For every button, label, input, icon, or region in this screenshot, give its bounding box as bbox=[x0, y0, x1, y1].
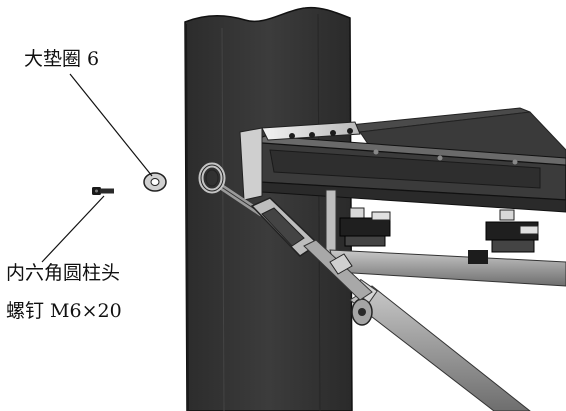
clamp-fitting-right bbox=[485, 209, 539, 253]
large-washer bbox=[143, 172, 167, 192]
washer-label: 大垫圈 6 bbox=[24, 48, 100, 70]
support-post bbox=[325, 189, 337, 261]
clamp-fitting-left bbox=[339, 207, 391, 247]
screw-label-line-2: 螺钉 M6×20 bbox=[6, 300, 122, 322]
diagonal-brace bbox=[349, 278, 531, 411]
turnbuckle-tie-rod bbox=[198, 162, 373, 301]
washer-leader-line bbox=[69, 73, 153, 177]
lower-tube bbox=[329, 249, 566, 287]
screw-label-line-1: 内六角圆柱头 bbox=[6, 262, 121, 284]
screw-leader-line bbox=[41, 195, 105, 263]
socket-head-cap-screw bbox=[92, 187, 114, 195]
